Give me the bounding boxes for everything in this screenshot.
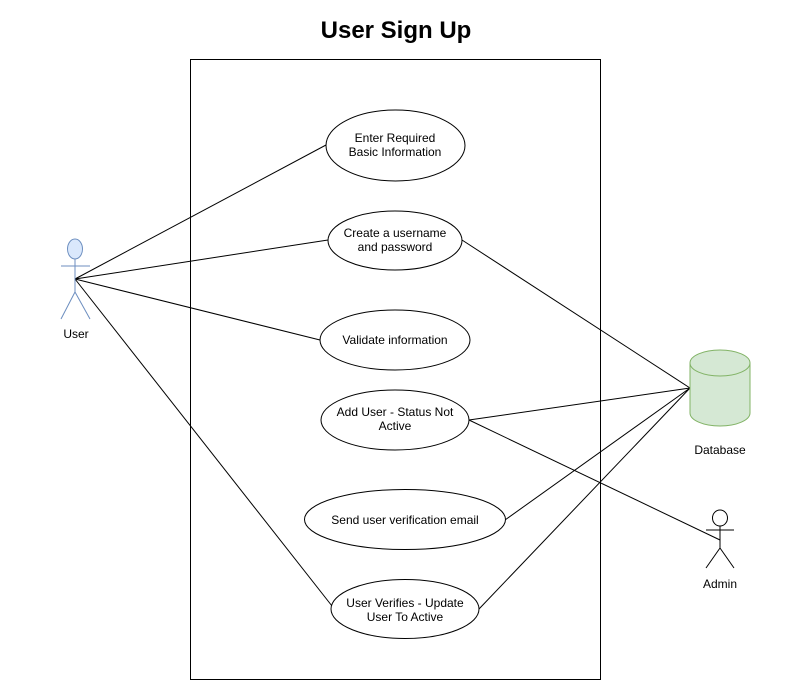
actor-label: User: [63, 327, 88, 341]
assoc-uc4-admin: [468, 419, 721, 541]
use-case-label: Send user verification email: [331, 513, 478, 527]
use-case-label: Add User - Status Not: [337, 405, 454, 419]
assoc-uc6-database: [478, 387, 691, 610]
actor-label: Admin: [703, 577, 737, 591]
use-case-send-verification[interactable]: Send user verification email: [304, 489, 506, 550]
assoc-uc2-database: [461, 239, 691, 389]
assoc-user-uc1: [74, 144, 327, 280]
use-case-label: Validate information: [342, 333, 447, 347]
admin-actor-icon: [705, 509, 735, 569]
use-case-label: Enter Required: [355, 131, 436, 145]
use-case-enter-info[interactable]: Enter Required Basic Information: [325, 109, 466, 182]
assoc-uc4-database: [468, 387, 691, 421]
use-case-label: and password: [358, 240, 433, 254]
actor-user[interactable]: User: [60, 238, 91, 341]
actor-label: Database: [694, 443, 746, 457]
user-actor-icon: [60, 238, 91, 320]
diagram-title: User Sign Up: [321, 17, 472, 44]
use-case-label: User To Active: [367, 610, 444, 624]
use-case-label: User Verifies - Update: [346, 596, 464, 610]
actor-database[interactable]: Database: [689, 349, 751, 457]
use-case-verify-user[interactable]: User Verifies - Update User To Active: [330, 579, 480, 639]
user-associations: [74, 144, 333, 607]
database-cylinder-icon: [689, 349, 751, 427]
use-case-validate[interactable]: Validate information: [319, 309, 471, 371]
assoc-user-uc2: [74, 239, 329, 280]
use-case-label: Create a username: [344, 226, 447, 240]
assoc-user-uc6: [74, 278, 333, 607]
use-case-add-user[interactable]: Add User - Status Not Active: [320, 389, 470, 451]
use-case-label: Basic Information: [349, 145, 442, 159]
actor-admin[interactable]: Admin: [703, 509, 737, 591]
use-case-label: Active: [379, 419, 412, 433]
assoc-user-uc3: [74, 278, 321, 341]
assoc-uc5-database: [504, 387, 691, 521]
use-case-create-credentials[interactable]: Create a username and password: [327, 210, 463, 271]
system-associations: [461, 239, 721, 610]
